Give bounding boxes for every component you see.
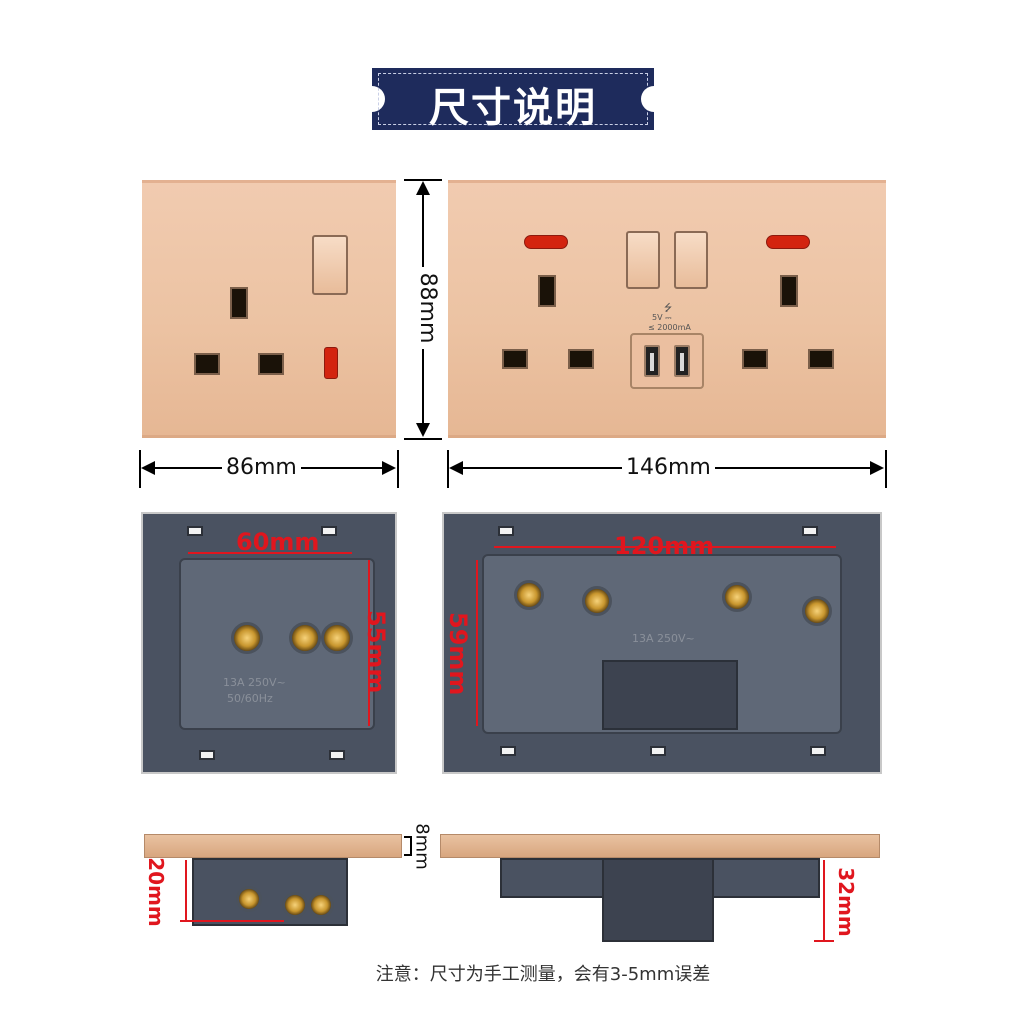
single-side-plate (144, 834, 402, 858)
dim-back-double-height: 59mm (444, 612, 472, 696)
mount-tab (329, 750, 345, 760)
rating-label: 13A 250V~ (632, 632, 695, 645)
terminal-screw (236, 886, 262, 912)
mount-tab (650, 746, 666, 756)
title-banner: 尺寸说明 (359, 68, 667, 131)
terminal-screw (308, 892, 334, 918)
switch-rocker-left (626, 231, 660, 289)
dim-32-base (814, 940, 834, 942)
dim-86-cap-left (139, 450, 141, 488)
dim-back-double-width: 120mm (614, 532, 715, 560)
dim-86-arrow-left (141, 461, 155, 475)
mount-tab (321, 526, 337, 536)
double-socket-back: 13A 250V~ (442, 512, 882, 774)
dim-height-label: 88mm (415, 267, 440, 349)
dim-146-arrow-right (870, 461, 884, 475)
dim-arrow-down (416, 423, 430, 437)
frequency-label: 50/60Hz (227, 692, 273, 705)
dim-20-base (180, 920, 284, 922)
mount-tab (810, 746, 826, 756)
live-pin-hole-left (502, 349, 528, 369)
mount-tab (498, 526, 514, 536)
dim-height-cap-bottom (404, 438, 442, 440)
terminal-screw (321, 622, 353, 654)
terminal-screw (514, 580, 544, 610)
usb-port-frame (630, 333, 704, 389)
dim-146-arrow-left (449, 461, 463, 475)
dim-20-line (185, 860, 187, 920)
dim-60-line (188, 552, 352, 554)
mount-tab (802, 526, 818, 536)
usb-current-label: ≤ 2000mA (648, 323, 691, 332)
earth-pin-hole (230, 287, 248, 319)
dim-height-cap-top (404, 179, 442, 181)
mount-tab (199, 750, 215, 760)
live-pin-hole (194, 353, 220, 375)
usb-voltage-label: 5V ⎓ (652, 313, 672, 322)
dim-thickness-bracket (404, 836, 412, 856)
terminal-screw (289, 622, 321, 654)
usb-port-right (674, 345, 690, 377)
dim-arrow-up (416, 181, 430, 195)
dim-59-line (476, 560, 478, 726)
page-title: 尺寸说明 (429, 85, 597, 131)
dim-120-line (494, 546, 836, 548)
double-side-plate (440, 834, 880, 858)
single-socket-back: 13A 250V~ 50/60Hz (141, 512, 397, 774)
socket-body: 13A 250V~ (482, 554, 842, 734)
dim-back-single-width: 60mm (236, 528, 320, 556)
socket-body: 13A 250V~ 50/60Hz (179, 558, 375, 730)
switch-rocker-right (674, 231, 708, 289)
dim-146-cap-right (885, 450, 887, 488)
neutral-pin-hole-left (568, 349, 594, 369)
mount-tab (187, 526, 203, 536)
double-side-usb-module (602, 858, 714, 942)
dim-back-single-height: 55mm (362, 610, 390, 694)
dim-depth-double: 32mm (834, 867, 858, 937)
indicator-led (324, 347, 338, 379)
single-socket-front (142, 180, 396, 438)
dim-86-cap-right (397, 450, 399, 488)
neutral-pin-hole-right (808, 349, 834, 369)
usb-module (602, 660, 738, 730)
neutral-pin-hole (258, 353, 284, 375)
terminal-screw (802, 596, 832, 626)
dim-width-single-label: 86mm (222, 456, 301, 480)
measurement-note: 注意：尺寸为手工测量，会有3-5mm误差 (375, 964, 711, 985)
indicator-led-left (524, 235, 568, 249)
terminal-screw (722, 582, 752, 612)
dim-86-arrow-right (382, 461, 396, 475)
usb-symbol-icon: ⭍ (663, 303, 673, 314)
usb-port-left (644, 345, 660, 377)
rating-label: 13A 250V~ (223, 676, 286, 689)
terminal-screw (282, 892, 308, 918)
earth-pin-hole-left (538, 275, 556, 307)
dim-55-line (368, 560, 370, 726)
dim-thickness-label: 8mm (411, 823, 433, 870)
dim-depth-single: 20mm (144, 857, 168, 927)
terminal-screw (231, 622, 263, 654)
live-pin-hole-right (742, 349, 768, 369)
earth-pin-hole-right (780, 275, 798, 307)
indicator-led-right (766, 235, 810, 249)
dim-146-cap-left (447, 450, 449, 488)
single-side-body (192, 858, 348, 926)
switch-rocker (312, 235, 348, 295)
double-socket-front: ⭍ 5V ⎓ ≤ 2000mA (448, 180, 886, 438)
dim-width-double-label: 146mm (622, 456, 715, 480)
mount-tab (500, 746, 516, 756)
terminal-screw (582, 586, 612, 616)
dim-32-line (823, 860, 825, 940)
